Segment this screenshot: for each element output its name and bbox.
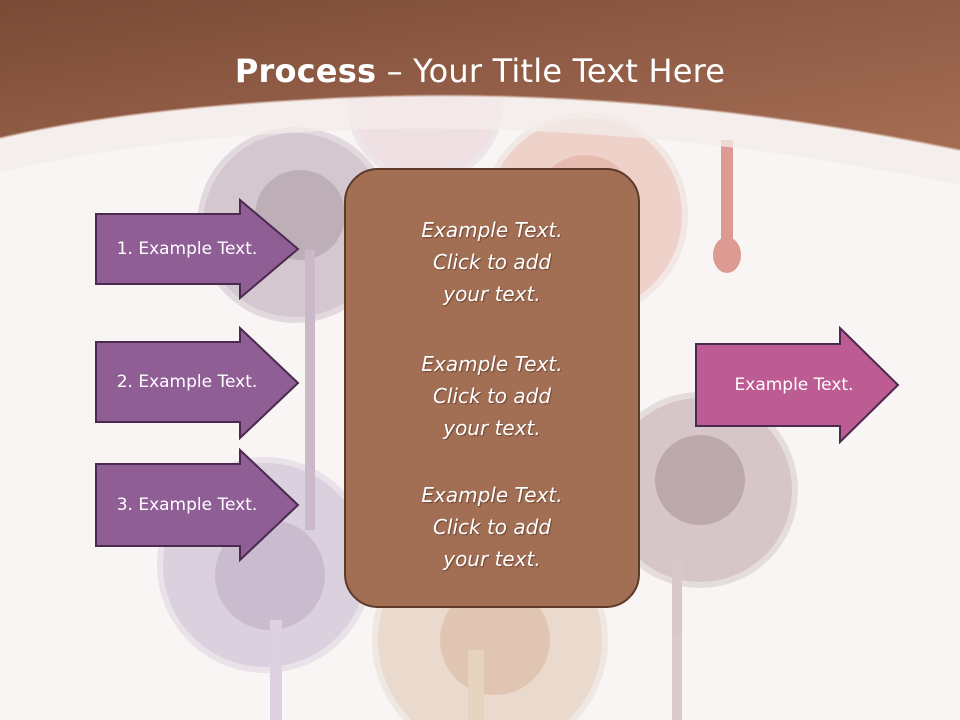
process-arrow-2[interactable]: 2. Example Text. [94, 326, 300, 440]
center-text-box[interactable]: Example Text. Click to add your text. Ex… [344, 168, 640, 608]
arrow-label: 3. Example Text. [116, 495, 258, 515]
right-arrow-shape [95, 448, 300, 562]
page-title: Process – Your Title Text Here [0, 52, 960, 90]
header-swoosh [0, 95, 960, 185]
arrow-label: 2. Example Text. [116, 372, 258, 392]
title-rest: – Your Title Text Here [376, 52, 726, 90]
arrow-label: Example Text. [734, 375, 854, 395]
right-arrow-shape [95, 326, 300, 440]
header-band [0, 0, 960, 150]
paint-drip [721, 140, 733, 240]
result-arrow[interactable]: Example Text. [694, 326, 900, 444]
right-arrow-shape [695, 326, 900, 444]
process-arrow-1[interactable]: 1. Example Text. [94, 198, 300, 300]
title-bold: Process [234, 52, 377, 90]
right-arrow-shape [95, 198, 300, 300]
center-paragraph-2: Example Text. Click to add your text. [421, 352, 563, 440]
process-arrow-3[interactable]: 3. Example Text. [94, 448, 300, 562]
center-paragraph-3: Example Text. Click to add your text. [421, 483, 563, 571]
arrow-label: 1. Example Text. [116, 239, 258, 259]
center-paragraph-1: Example Text. Click to add your text. [421, 218, 563, 306]
